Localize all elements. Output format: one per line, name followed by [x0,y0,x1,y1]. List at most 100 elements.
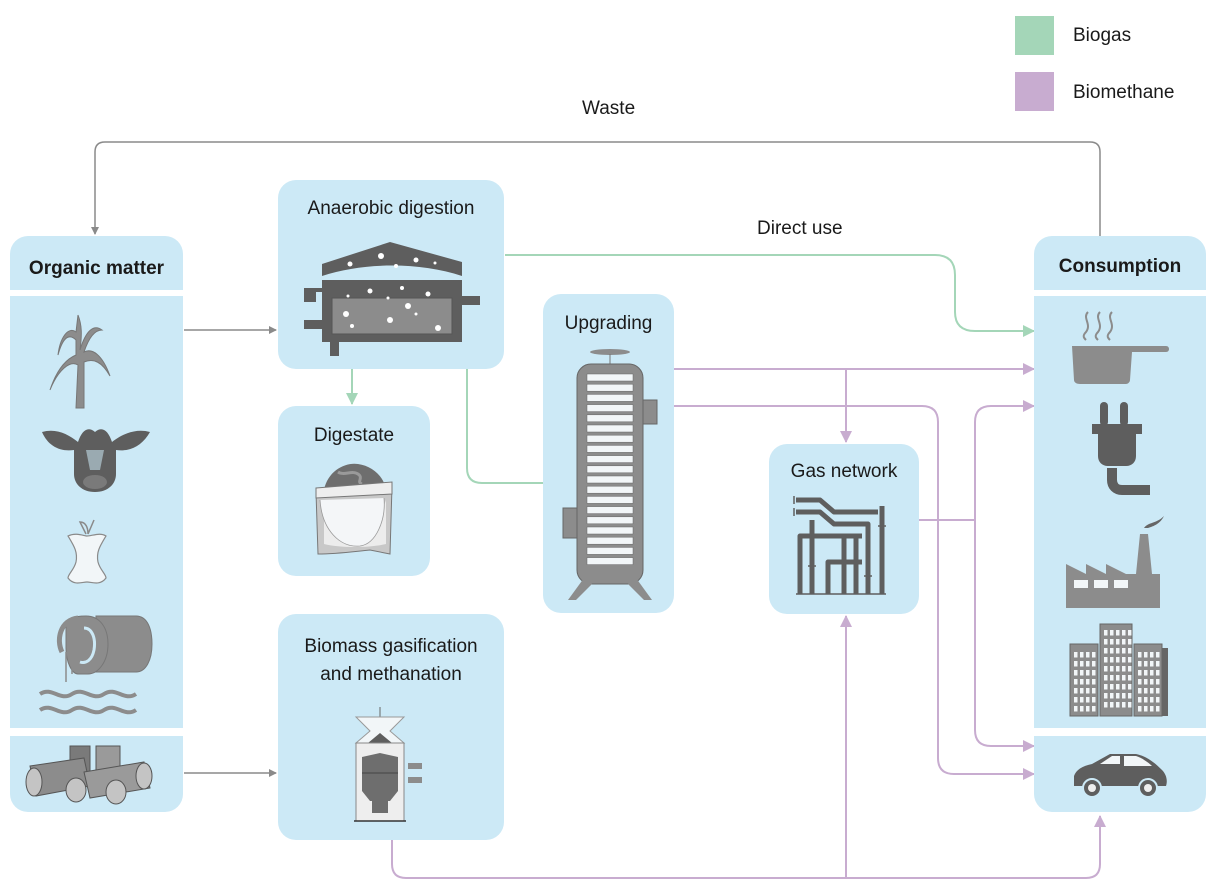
column-tray [586,557,634,565]
sewage-pipe-icon [38,615,153,715]
building-window [1080,670,1084,676]
building-window [1138,652,1142,658]
building-window [1074,697,1078,703]
factory-icon [1066,516,1164,608]
column-tray [586,526,634,535]
building-window [1144,670,1148,676]
building-window [1086,697,1090,703]
building-window [1080,652,1084,658]
column-tray [586,465,634,474]
building-window [1122,657,1126,663]
fertilizer-sack-icon [315,463,393,555]
building-window [1122,693,1126,699]
building-window [1116,630,1120,636]
building-window [1122,630,1126,636]
building-window [1128,648,1132,654]
building-window [1144,688,1148,694]
building-window [1122,648,1126,654]
building-window [1122,666,1126,672]
building-window [1122,639,1126,645]
apple-core-icon [67,519,107,584]
building-window [1128,675,1132,681]
legend-label-biomethane: Biomethane [1073,82,1175,103]
upgrading-column-icon [562,349,658,600]
building-window [1116,657,1120,663]
building-window [1128,639,1132,645]
column-tray [586,445,634,453]
wood-pellets-icon [25,745,153,805]
building-window [1116,684,1120,690]
building-window [1156,670,1160,676]
building-window [1074,661,1078,667]
building-window [1138,661,1142,667]
building-window [1110,648,1114,654]
building-window [1110,639,1114,645]
building-window [1110,684,1114,690]
legend-label-biogas: Biogas [1073,25,1132,46]
building-window [1092,688,1096,694]
building-window [1074,652,1078,658]
building-window [1092,652,1096,658]
building-window [1110,693,1114,699]
building-window [1122,675,1126,681]
building-window [1086,688,1090,694]
gas-network-title: Gas network [790,461,898,482]
gasification-to-consumption-arrow [391,815,1106,879]
building-window [1086,679,1090,685]
building-window [1104,648,1108,654]
building-window [1156,697,1160,703]
building-window [1110,657,1114,663]
gasifier-icon [354,707,422,822]
column-tray [586,404,634,412]
digester-tank-icon [304,242,480,356]
gas-network-to-plug-arrow [974,400,1035,520]
building-window [1116,675,1120,681]
building-window [1086,652,1090,658]
cooking-pot-icon [1072,311,1169,384]
building-window [1092,670,1096,676]
building-window [1104,639,1108,645]
building-window [1104,702,1108,708]
building-window [1086,661,1090,667]
building-window [1156,679,1160,685]
building-window [1080,706,1084,712]
building-window [1116,666,1120,672]
building-window [1092,697,1096,703]
upgrading-to-car-arrow [674,405,1035,780]
cow-icon [42,429,150,492]
column-tray [586,475,634,484]
building-window [1150,661,1154,667]
column-tray [586,455,634,463]
building-window [1080,679,1084,685]
building-window [1156,688,1160,694]
building-window [1138,670,1142,676]
building-window [1074,706,1078,712]
building-window [1110,630,1114,636]
building-window [1128,684,1132,690]
column-tray [586,516,634,525]
building-window [1110,666,1114,672]
legend-swatch-biogas [1015,16,1054,55]
building-window [1092,706,1096,712]
gas-network-to-car-arrow [974,520,1035,752]
organic-matter-header [10,236,183,290]
column-tray [586,547,634,555]
column-tray [586,373,634,382]
building-window [1104,666,1108,672]
digestion-to-upgrading-arrow [466,369,543,484]
car-icon [1074,754,1167,798]
column-tray [586,496,634,504]
column-tray [586,414,634,423]
building-window [1092,661,1096,667]
biomass-gasification-title-line1: Biomass gasification [304,636,478,657]
building-window [1080,688,1084,694]
building-window [1150,706,1154,712]
building-window [1156,661,1160,667]
buildings-icon [1069,623,1168,717]
building-window [1128,693,1132,699]
consumption-header [1034,236,1206,290]
building-window [1092,679,1096,685]
building-window [1128,702,1132,708]
upgrading-title: Upgrading [564,313,653,334]
